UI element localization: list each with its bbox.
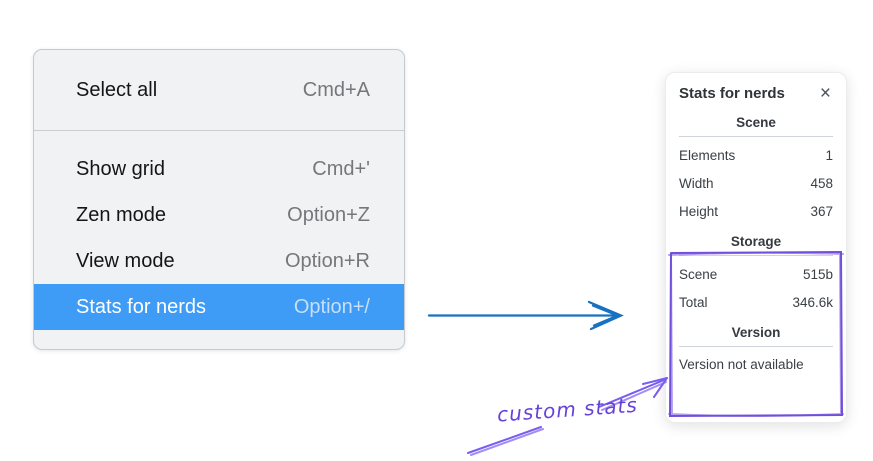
stat-value: 346.6k bbox=[792, 295, 833, 310]
panel-title: Stats for nerds bbox=[679, 85, 785, 102]
stats-panel: Stats for nerds × Scene Elements 1 Width… bbox=[665, 72, 847, 423]
stat-value: 367 bbox=[810, 204, 833, 219]
menu-item-stats-for-nerds[interactable]: Stats for nerds Option+/ bbox=[34, 284, 404, 330]
stat-value: 458 bbox=[810, 176, 833, 191]
menu-item-shortcut: Option+Z bbox=[287, 203, 370, 226]
stat-row-width: Width 458 bbox=[679, 170, 833, 198]
menu-item-label: Show grid bbox=[76, 157, 165, 180]
menu-item-shortcut: Option+/ bbox=[293, 295, 370, 318]
custom-stats-annotation: custom stats bbox=[496, 392, 639, 427]
stat-row-total-storage: Total 346.6k bbox=[679, 289, 833, 317]
stat-value: 515b bbox=[802, 267, 833, 282]
section-header-version: Version bbox=[731, 325, 781, 340]
stat-label: Height bbox=[679, 204, 719, 219]
menu-item-zen-mode[interactable]: Zen mode Option+Z bbox=[34, 192, 404, 238]
section-header-scene: Scene bbox=[736, 115, 776, 130]
stat-label: Total bbox=[679, 295, 708, 310]
menu-item-view-mode[interactable]: View mode Option+R bbox=[34, 238, 404, 284]
menu-item-label: View mode bbox=[76, 249, 175, 272]
menu-item-shortcut: Option+R bbox=[284, 249, 370, 272]
menu-item-label: Select all bbox=[76, 78, 158, 101]
version-note: Version not available bbox=[679, 357, 804, 372]
menu-item-show-grid[interactable]: Show grid Cmd+' bbox=[34, 146, 404, 192]
menu-separator bbox=[34, 130, 404, 131]
menu-item-shortcut: Cmd+' bbox=[312, 157, 370, 180]
blue-arrow bbox=[427, 300, 624, 331]
menu-item-select-all[interactable]: Select all Cmd+A bbox=[34, 67, 404, 113]
purple-underline-stroke bbox=[467, 426, 544, 456]
stat-value: 1 bbox=[825, 148, 833, 163]
section-divider bbox=[679, 346, 833, 347]
close-icon[interactable]: × bbox=[819, 82, 831, 104]
section-divider bbox=[679, 136, 833, 137]
stat-row-elements: Elements 1 bbox=[679, 142, 833, 170]
stat-label: Scene bbox=[679, 267, 718, 282]
menu-item-label: Zen mode bbox=[76, 203, 167, 226]
section-divider bbox=[679, 255, 833, 256]
context-menu: Select all Cmd+A Show grid Cmd+' Zen mod… bbox=[33, 49, 405, 350]
stat-label: Width bbox=[679, 176, 714, 191]
stat-label: Elements bbox=[679, 148, 736, 163]
menu-item-shortcut: Cmd+A bbox=[302, 78, 370, 101]
menu-item-label: Stats for nerds bbox=[76, 295, 207, 318]
stat-row-height: Height 367 bbox=[679, 198, 833, 226]
stat-row-scene-storage: Scene 515b bbox=[679, 261, 833, 289]
section-header-storage: Storage bbox=[730, 234, 782, 249]
